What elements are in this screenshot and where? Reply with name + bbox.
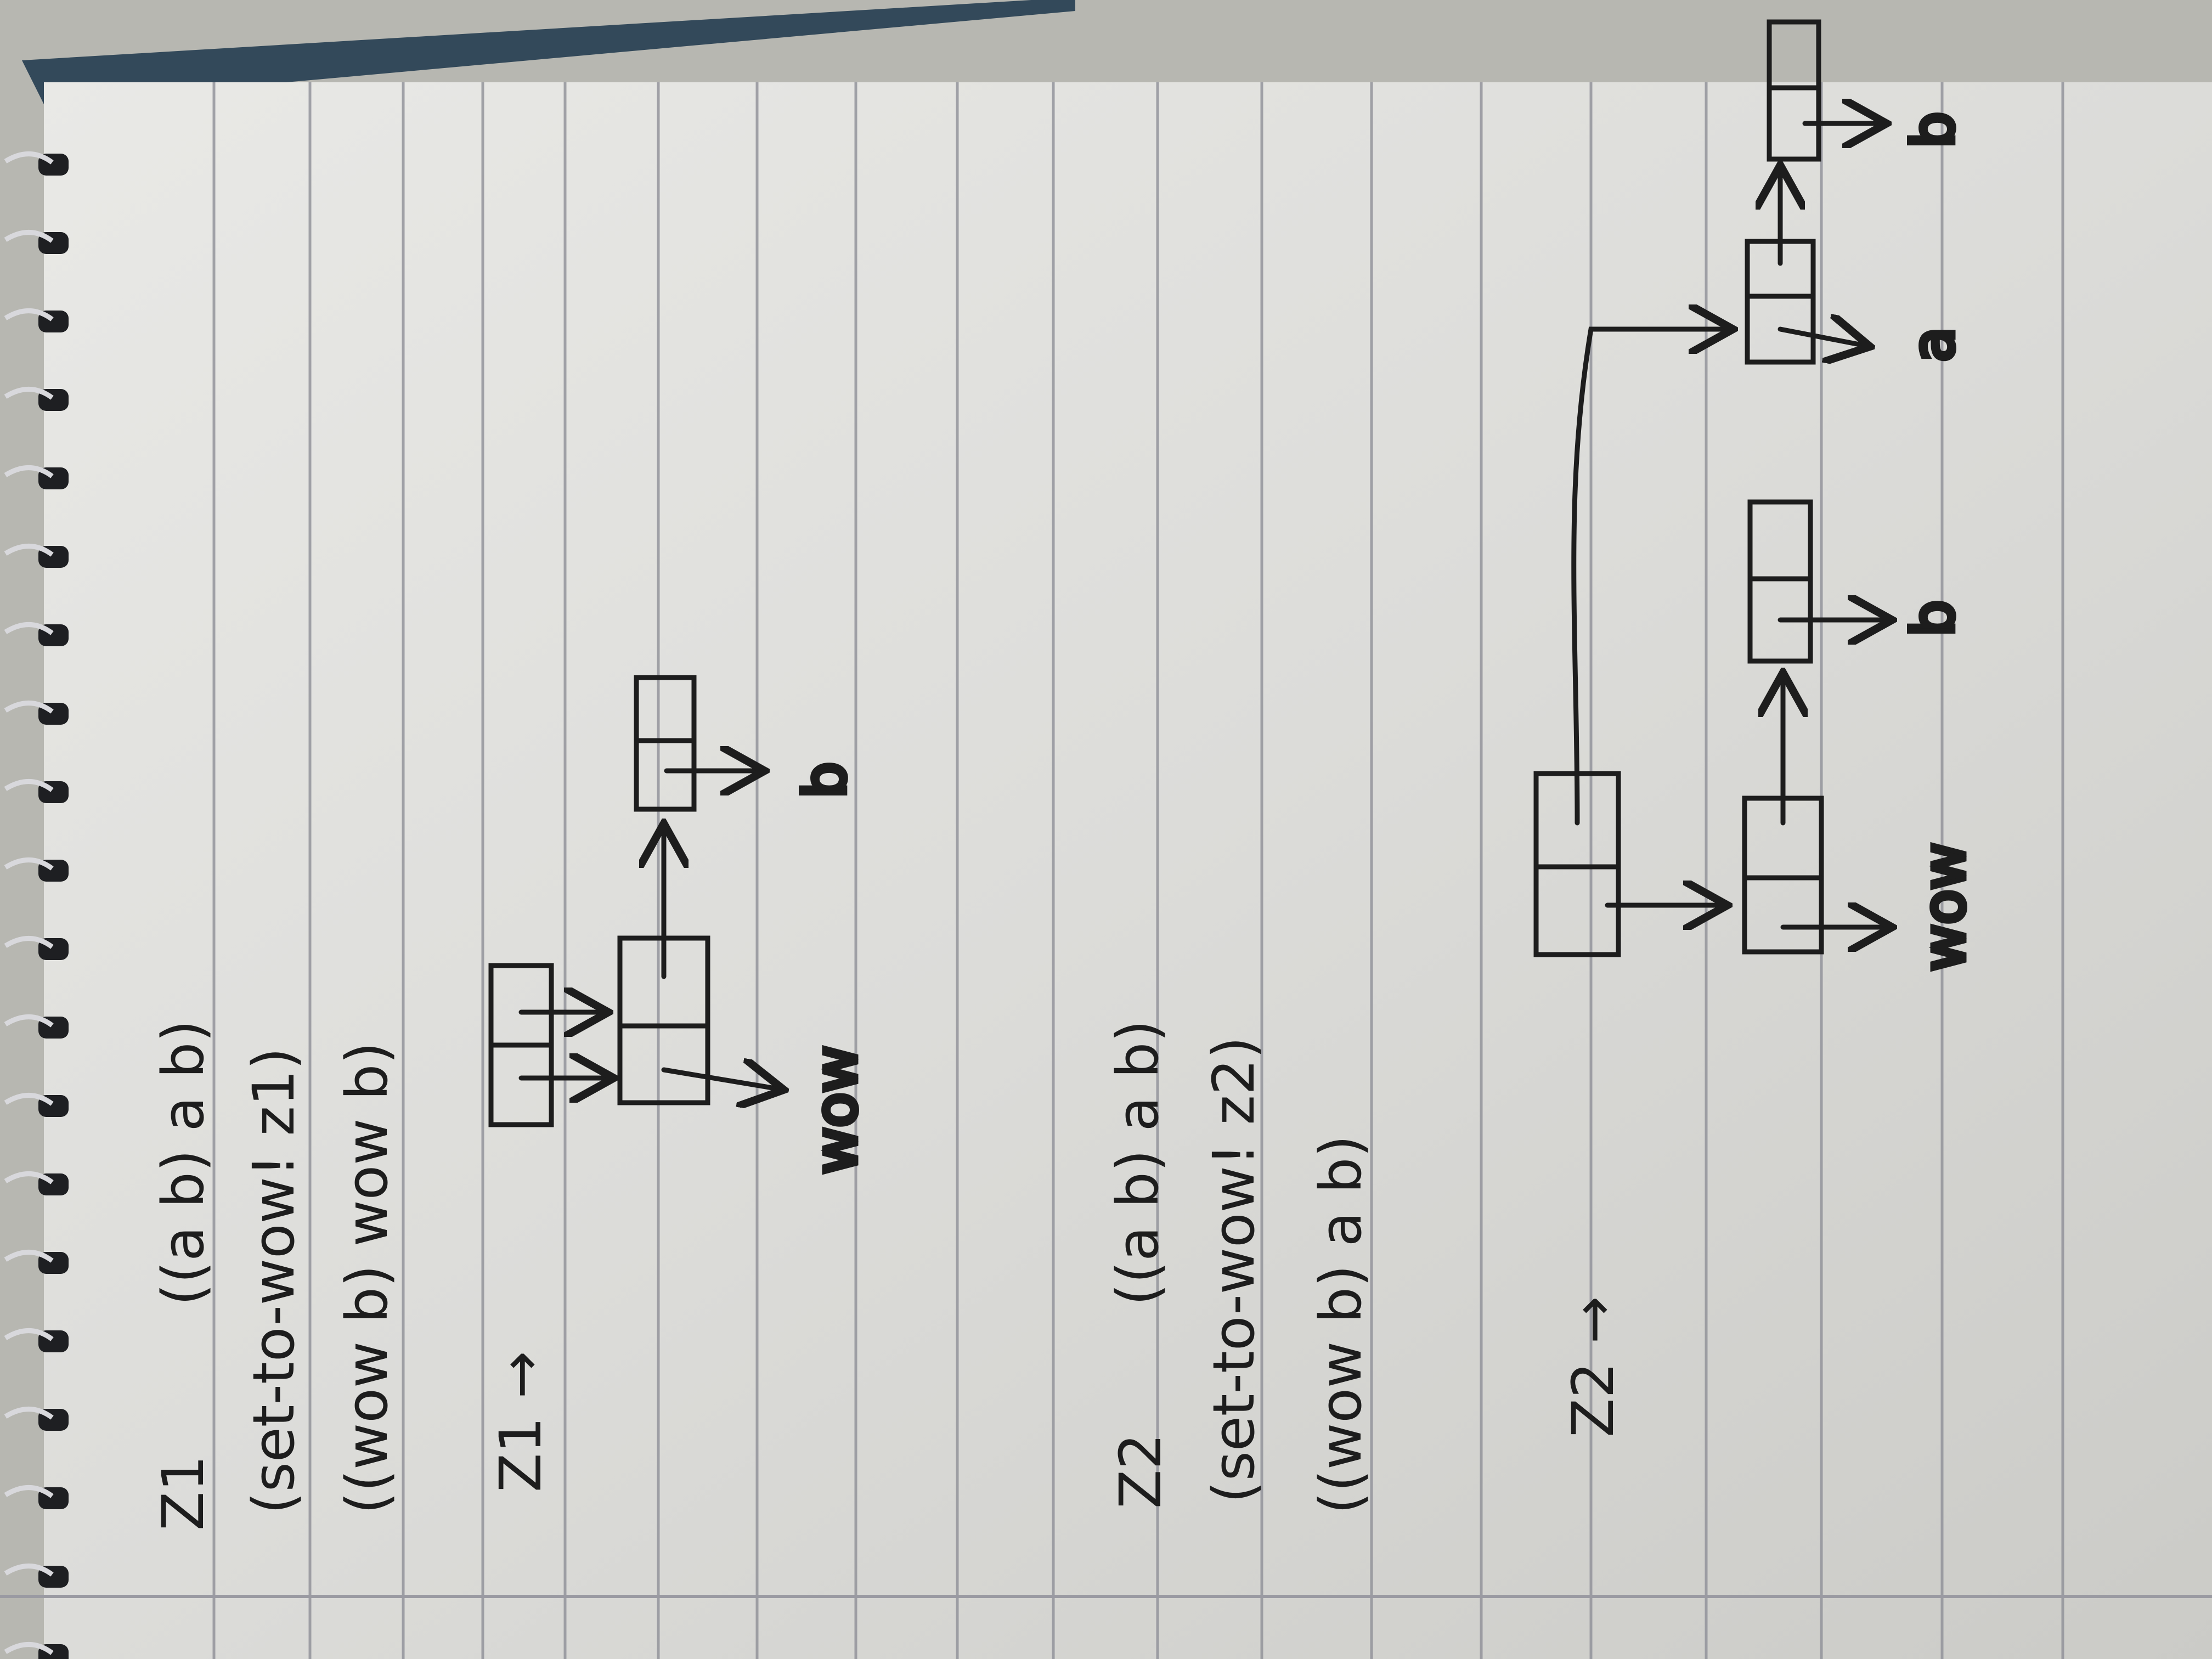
binding-ring	[4, 230, 54, 243]
binding-ring	[4, 1014, 54, 1028]
z2-result-expression: ((wow b) a b)	[1307, 1135, 1374, 1514]
z1-title: Z1	[150, 1455, 217, 1531]
binding-ring	[4, 622, 54, 635]
binding-ring	[4, 1485, 54, 1498]
binding-ring	[4, 1407, 54, 1420]
z1-diagram: wow b	[488, 675, 872, 1177]
binding-ring	[4, 1171, 54, 1184]
z1-initial-expression: ((a b) a b)	[150, 1020, 217, 1306]
binding-ring	[4, 544, 54, 557]
z2-diagram: wow b a b	[1533, 19, 1980, 974]
z2-atom-b-upper: b	[1900, 600, 1967, 636]
binding-ring	[4, 1642, 54, 1655]
z2-section: Z2 ((a b) a b) (set-to-wow! z2) ((wow b)…	[1104, 1020, 1627, 1514]
binding-ring	[4, 1564, 54, 1577]
z1-diagram-label: Z1 →	[487, 1351, 554, 1492]
z1-result-expression: ((wow b) wow b)	[334, 1042, 400, 1514]
binding-ring	[4, 1093, 54, 1106]
z2-call-expression: (set-to-wow! z2)	[1200, 1036, 1267, 1503]
binding-ring	[4, 1328, 54, 1341]
z2-diagram-label: Z2 →	[1560, 1296, 1627, 1437]
z2-atom-a: a	[1900, 327, 1967, 362]
z2-initial-expression: ((a b) a b)	[1104, 1020, 1171, 1306]
z1-atom-b: b	[792, 762, 859, 798]
ruled-lines	[212, 82, 2064, 1659]
z2-outer-b-pair	[1767, 19, 1821, 162]
z1-tail-pair	[634, 675, 697, 812]
z1-atom-wow: wow	[803, 1046, 870, 1174]
binding-ring	[4, 857, 54, 871]
binding-ring	[4, 308, 54, 321]
binding-ring	[4, 151, 54, 165]
notebook-cover	[22, 0, 1075, 104]
binding-ring	[4, 387, 54, 400]
binding-ring	[4, 1250, 54, 1263]
z2-atom-b-lower: b	[1900, 112, 1967, 148]
z1-section: Z1 ((a b) a b) (set-to-wow! z1) ((wow b)…	[150, 1020, 554, 1531]
binding-ring	[4, 936, 54, 949]
spiral-binding	[4, 151, 69, 1659]
z2-inner-tail-pair	[1747, 499, 1813, 664]
binding-ring	[4, 465, 54, 478]
z2-title: Z2	[1107, 1434, 1174, 1509]
binding-ring	[4, 779, 54, 792]
binding-ring	[4, 701, 54, 714]
z1-call-expression: (set-to-wow! z1)	[240, 1047, 307, 1514]
z2-atom-wow: wow	[1911, 843, 1978, 971]
